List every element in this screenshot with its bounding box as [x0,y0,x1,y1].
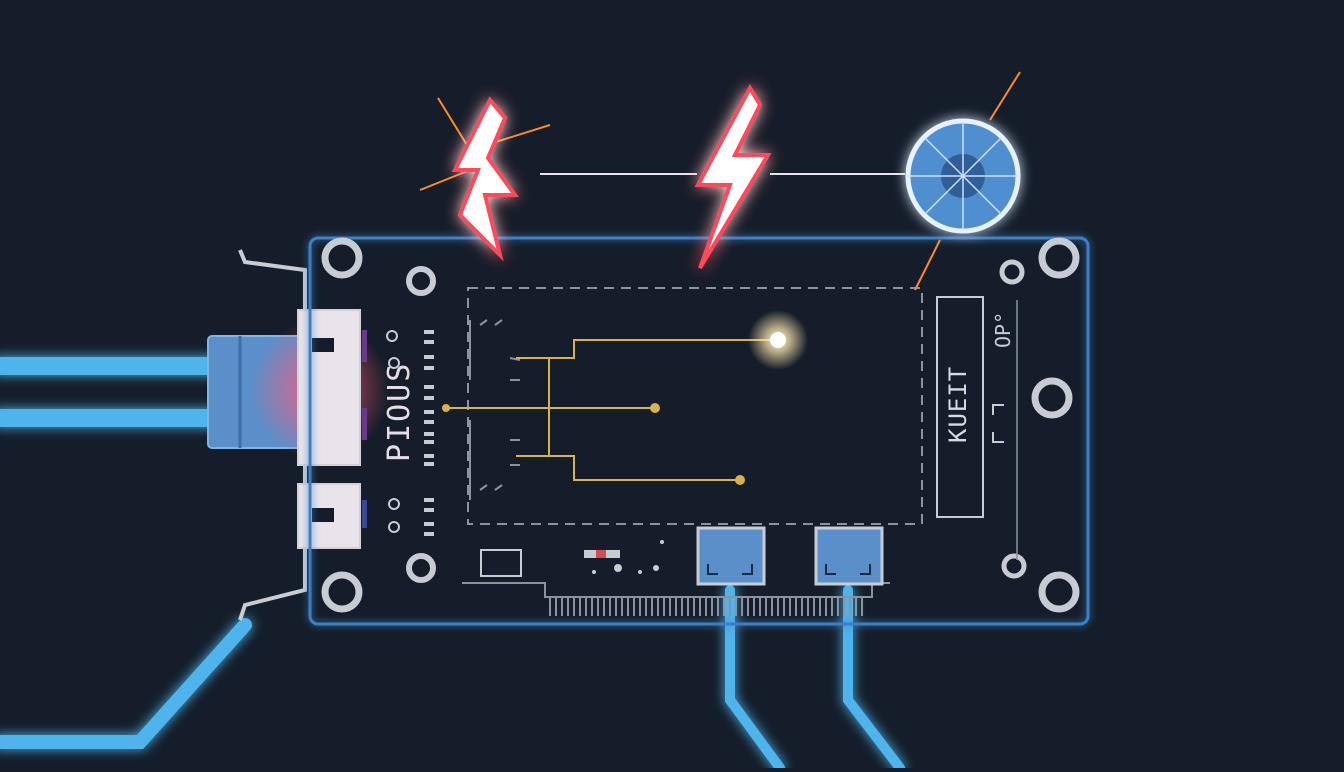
target-crosshair-icon [905,118,1021,234]
mounting-hole-icon [999,259,1025,285]
trace-bottom [516,455,740,481]
mounting-hole-icon [406,266,436,296]
mounting-hole-icon [1038,237,1080,279]
small-chip [480,549,522,577]
connector-right [814,526,884,586]
connector-left [696,526,766,586]
lightning-bolt-icon [694,83,772,270]
cable-bottom-1 [725,585,785,772]
mounting-hole-icon [321,237,363,279]
right-corner-label: OP° [991,312,1015,348]
right-vertical-label: KUEIT [944,366,972,443]
cable-bottom-2 [843,585,905,772]
trace-top [516,339,778,359]
bottom-connectors [696,526,884,586]
silk-markings [469,319,521,500]
mounting-hole-icon [1031,377,1073,419]
cables [0,357,905,772]
mounting-hole-icon [321,571,363,613]
right-bracket-mark [992,404,1004,443]
mounting-hole-icon [406,553,436,583]
lightning-bolt-icon [451,96,519,262]
right-label-box [936,296,984,518]
left-vertical-label: PIOUS [382,362,417,462]
edge-connector-pins [549,597,863,616]
port-socket-top [297,309,361,466]
cable-left-diagonal [0,618,252,749]
mounting-hole-icon [1038,571,1080,613]
pin-markers [362,330,434,536]
yellow-traces [446,339,778,481]
mounting-holes [321,237,1080,613]
mounting-hole-icon [1001,553,1027,579]
pcb-outline [308,236,1090,626]
dashed-component-area [467,287,923,525]
